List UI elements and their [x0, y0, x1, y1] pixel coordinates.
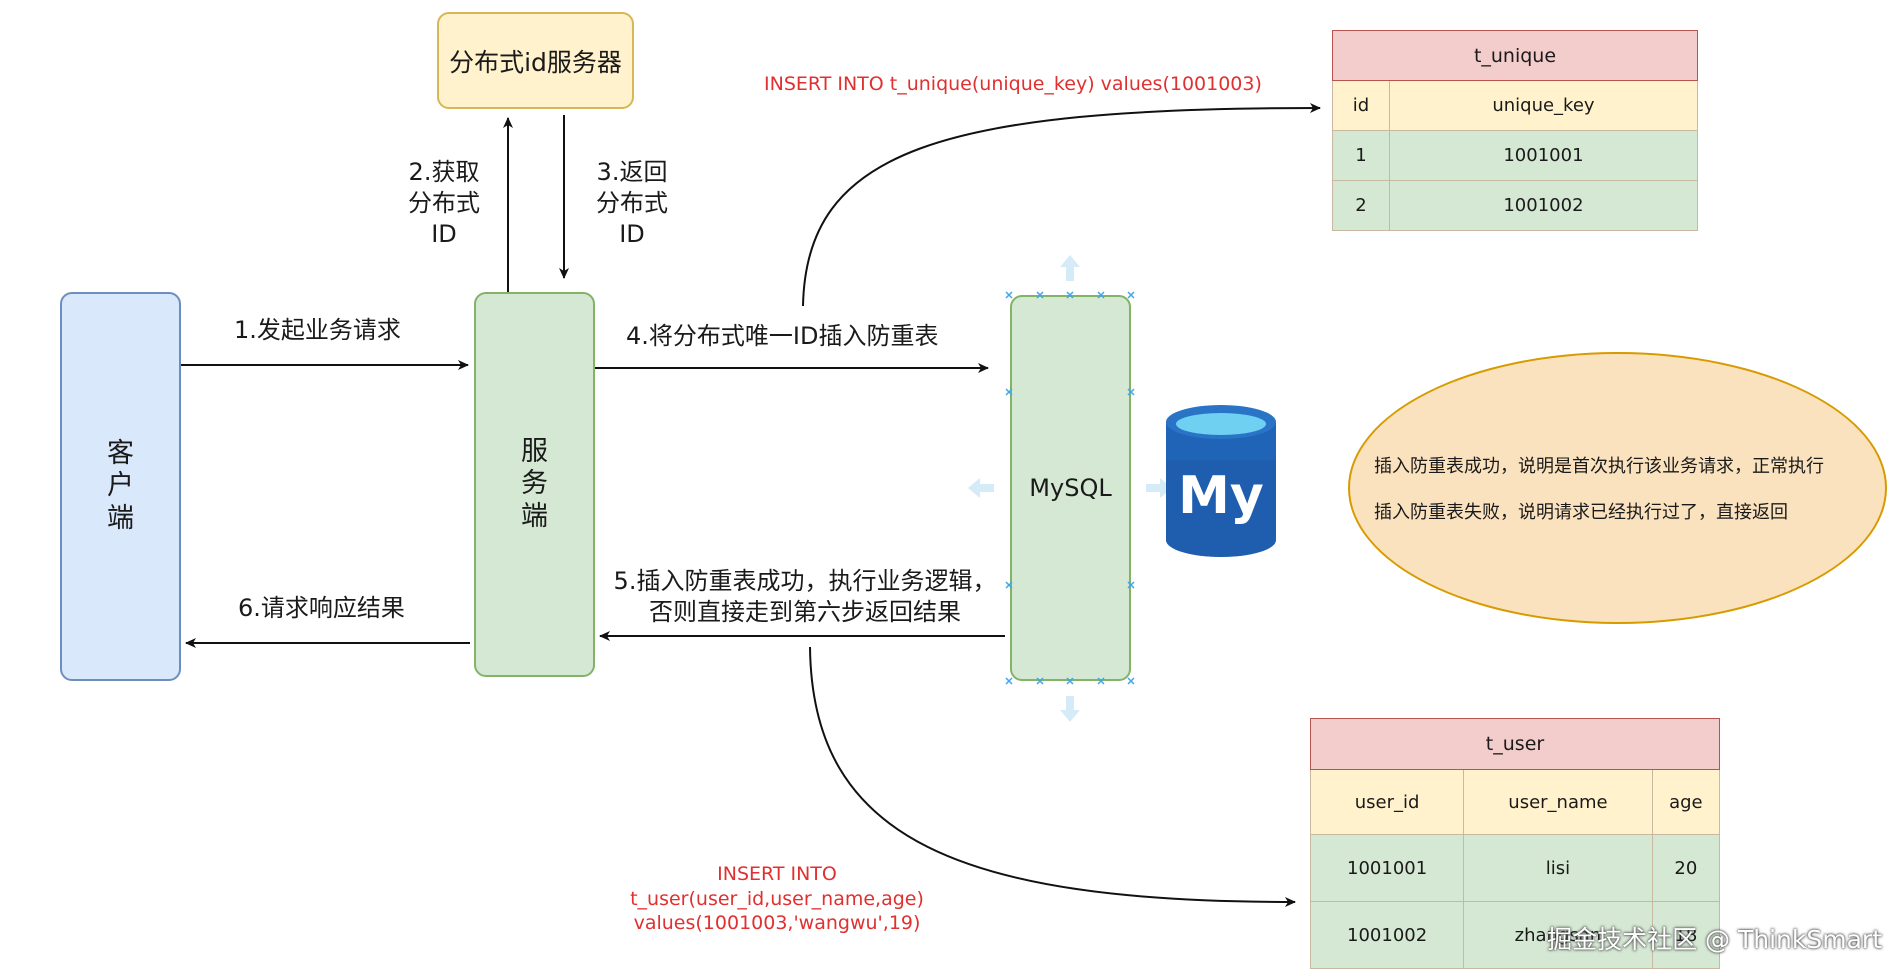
- t-unique-cell: 1001002: [1388, 180, 1699, 231]
- mysql-selection-handles: [1005, 291, 1135, 685]
- sql-insert-unique: INSERT INTO t_unique(unique_key) values(…: [764, 73, 1262, 95]
- t-unique-header: unique_key: [1388, 80, 1699, 131]
- t-user-cell: 20: [1651, 834, 1721, 902]
- client-label: 客 户 端: [107, 437, 134, 534]
- server-node: 服 务 端: [474, 292, 595, 677]
- t-user-table: t_user user_id user_name age 1001001 lis…: [1309, 718, 1721, 969]
- server-label: 服 务 端: [521, 435, 548, 532]
- note-oval: [1348, 352, 1887, 624]
- client-node: 客 户 端: [60, 292, 181, 681]
- t-user-cell: 1001001: [1309, 834, 1465, 902]
- edge-curve-user: [809, 646, 1296, 907]
- t-unique-header: id: [1332, 80, 1390, 131]
- t-unique-table: t_unique id unique_key 1 1001001 2 10010…: [1332, 30, 1699, 231]
- id-server-node: 分布式id服务器: [437, 12, 634, 109]
- t-unique-cell: 1: [1332, 130, 1390, 181]
- t-user-cell: 18: [1651, 901, 1721, 969]
- note-line-2: 插入防重表失败，说明请求已经执行过了，直接返回: [1374, 502, 1788, 523]
- edge-label-insert: 4.将分布式唯一ID插入防重表: [626, 322, 939, 350]
- t-unique-cell: 2: [1332, 180, 1390, 231]
- id-server-label: 分布式id服务器: [449, 47, 622, 77]
- handle-row-top: [1005, 291, 1135, 299]
- edge-label-response: 6.请求响应结果: [238, 594, 405, 622]
- t-unique-title: t_unique: [1332, 30, 1698, 81]
- t-user-header: user_id: [1309, 769, 1465, 835]
- t-user-cell: 1001002: [1309, 901, 1465, 969]
- mysql-logo-text: My: [1178, 466, 1264, 526]
- t-user-cell: lisi: [1463, 834, 1653, 902]
- t-user-header: user_name: [1463, 769, 1653, 835]
- mysql-connection-arrows: [968, 255, 1172, 722]
- handle-side: [1005, 388, 1135, 589]
- t-unique-cell: 1001001: [1388, 130, 1699, 181]
- t-user-cell: zhangsan: [1463, 901, 1653, 969]
- watermark: 掘金技术社区 @ ThinkSmart: [1547, 925, 1882, 954]
- edge-label-result: 5.插入防重表成功，执行业务逻辑， 否则直接走到第六步返回结果: [613, 567, 997, 627]
- t-user-header: age: [1651, 769, 1721, 835]
- mysql-label: MySQL: [1029, 474, 1112, 502]
- note-line-1: 插入防重表成功，说明是首次执行该业务请求，正常执行: [1374, 456, 1824, 477]
- edge-label-get-id: 2.获取 分布式 ID: [408, 158, 480, 249]
- handle-row-bottom: [1005, 677, 1135, 685]
- t-user-title: t_user: [1310, 718, 1720, 770]
- mysql-logo-icon: My: [1166, 405, 1276, 557]
- edge-label-request: 1.发起业务请求: [234, 316, 401, 344]
- edge-label-return-id: 3.返回 分布式 ID: [596, 158, 668, 249]
- sql-insert-user: INSERT INTO t_user(user_id,user_name,age…: [630, 863, 924, 935]
- edge-curve-unique: [802, 103, 1321, 307]
